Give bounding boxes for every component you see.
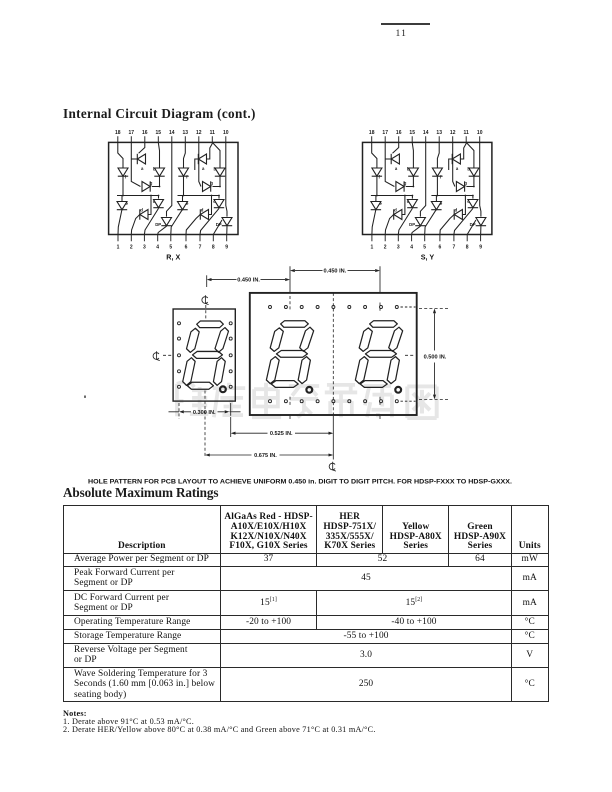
svg-text:R, X: R, X <box>166 253 180 262</box>
svg-text:S, Y: S, Y <box>421 253 435 262</box>
svg-text:0.450 IN.: 0.450 IN. <box>237 278 260 284</box>
svg-text:HOLE PATTERN FOR PCB LAYOUT TO: HOLE PATTERN FOR PCB LAYOUT TO ACHIEVE U… <box>88 479 512 486</box>
svg-text:0.525 IN.: 0.525 IN. <box>270 431 293 437</box>
svg-text:0.675 IN.: 0.675 IN. <box>254 453 277 459</box>
svg-text:0.450 IN.: 0.450 IN. <box>324 269 347 275</box>
svg-text:0.300 IN.: 0.300 IN. <box>193 410 216 416</box>
svg-text:0.500 IN.: 0.500 IN. <box>424 354 447 360</box>
